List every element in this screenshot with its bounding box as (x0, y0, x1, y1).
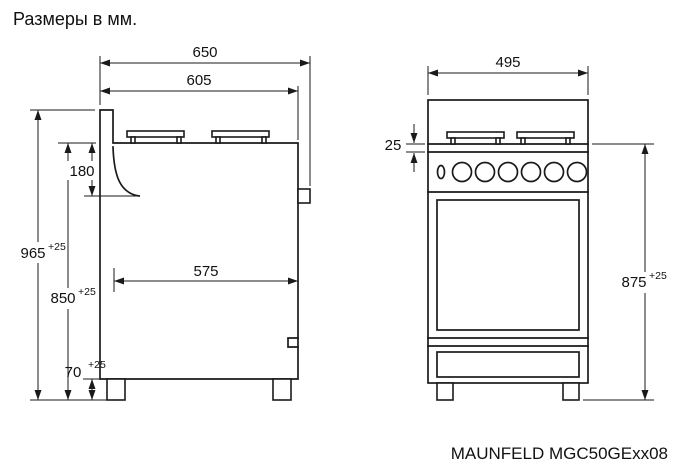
dim-965-tolerance: +25 (48, 241, 66, 253)
control-panel (436, 161, 588, 183)
dim-850-tolerance: +25 (78, 286, 96, 298)
indicator-light (436, 164, 446, 180)
control-knob (566, 161, 588, 183)
side-view: 650 605 965 +25 850 +25 180 (13, 44, 311, 401)
side-body-outline (99, 109, 299, 380)
dim-25-label: 25 (385, 137, 402, 154)
page-title: Размеры в мм. (13, 9, 137, 29)
dim-height-total: 965 +25 (13, 109, 110, 401)
burner-grate (516, 131, 575, 145)
front-body-outline (427, 99, 589, 384)
side-panel-curve (112, 146, 140, 197)
dim-965-label: 965 (20, 245, 45, 262)
dim-width: 495 (427, 54, 589, 95)
dim-875-label: 875 (621, 274, 646, 291)
model-label: MAUNFELD MGC50GExx08 (451, 444, 668, 463)
dim-depth-total: 650 (99, 44, 311, 186)
dim-panel-height: 180 (66, 143, 140, 197)
dim-575-label: 575 (193, 263, 218, 280)
oven-door (436, 199, 580, 331)
stove-leg (106, 378, 126, 401)
control-knob (520, 161, 542, 183)
stove-leg (272, 378, 292, 401)
dim-height-worktop: 850 +25 (42, 142, 97, 400)
dim-70-label: 70 (65, 364, 82, 381)
door-handle (297, 188, 311, 204)
burner-grate (126, 130, 185, 144)
control-knob (543, 161, 565, 183)
stove-leg (436, 382, 454, 401)
dim-850-label: 850 (50, 290, 75, 307)
storage-drawer (436, 351, 580, 378)
control-knob (451, 161, 473, 183)
burner-grate (211, 130, 270, 144)
drawer-gap-notch (287, 337, 299, 348)
dim-leg-height: 70 +25 (65, 359, 106, 400)
dim-depth-door: 575 (113, 263, 298, 292)
dim-height-hob: 875 +25 (583, 143, 671, 401)
dim-70-tolerance: +25 (88, 359, 106, 371)
stove-leg (562, 382, 580, 401)
control-knob (497, 161, 519, 183)
dim-hob-edge: 25 (385, 124, 425, 172)
dim-180-label: 180 (69, 163, 94, 180)
front-view: 495 25 875 +25 (385, 54, 671, 401)
dim-depth-body: 605 (100, 72, 299, 140)
dim-650-label: 650 (192, 44, 217, 61)
control-knob (474, 161, 496, 183)
dim-495-label: 495 (495, 54, 520, 71)
front-horizontal-lines (427, 143, 589, 347)
dim-605-label: 605 (186, 72, 211, 89)
dim-875-tolerance: +25 (649, 270, 667, 282)
burner-grate (446, 131, 505, 145)
